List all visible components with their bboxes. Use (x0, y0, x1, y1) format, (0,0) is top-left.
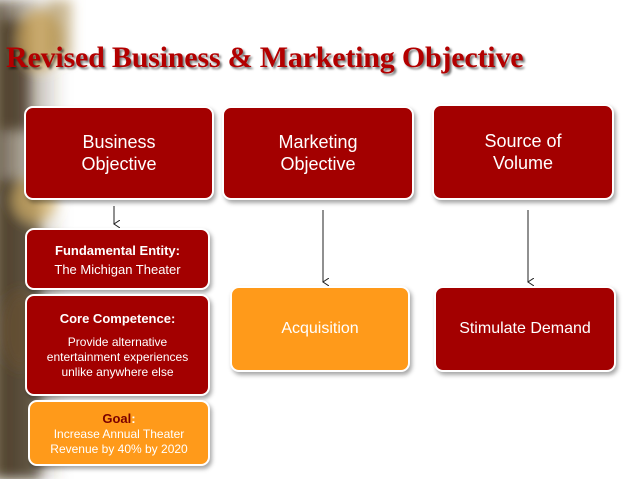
source-of-volume-box: Source of Volume (432, 104, 614, 200)
goal-title-line: Goal: (102, 410, 135, 427)
goal-box: Goal: Increase Annual Theater Revenue by… (28, 400, 210, 466)
fundamental-entity-box: Fundamental Entity: The Michigan Theater (25, 228, 210, 290)
source-of-volume-label: Source of Volume (484, 131, 562, 173)
marketing-objective-box: Marketing Objective (222, 106, 414, 200)
stimulate-demand-box: Stimulate Demand (434, 286, 616, 372)
fundamental-entity-title: Fundamental Entity: (55, 242, 180, 258)
goal-text: Increase Annual Theater Revenue by 40% b… (50, 426, 188, 456)
fundamental-entity-text: The Michigan Theater (54, 261, 181, 277)
core-competence-text: Provide alternative entertainment experi… (46, 335, 189, 379)
goal-title-suffix: : (131, 410, 136, 426)
business-objective-label: Business Objective (81, 132, 157, 174)
goal-title: Goal (102, 410, 132, 426)
acquisition-label: Acquisition (281, 320, 359, 337)
slide-title: Revised Business & Marketing Objective (6, 41, 524, 74)
acquisition-box: Acquisition (230, 286, 410, 372)
core-competence-box: Core Competence: Provide alternative ent… (25, 294, 210, 396)
core-competence-title: Core Competence: (59, 311, 176, 326)
stimulate-demand-label: Stimulate Demand (459, 320, 591, 337)
marketing-objective-label: Marketing Objective (278, 132, 358, 174)
business-objective-box: Business Objective (24, 106, 214, 200)
